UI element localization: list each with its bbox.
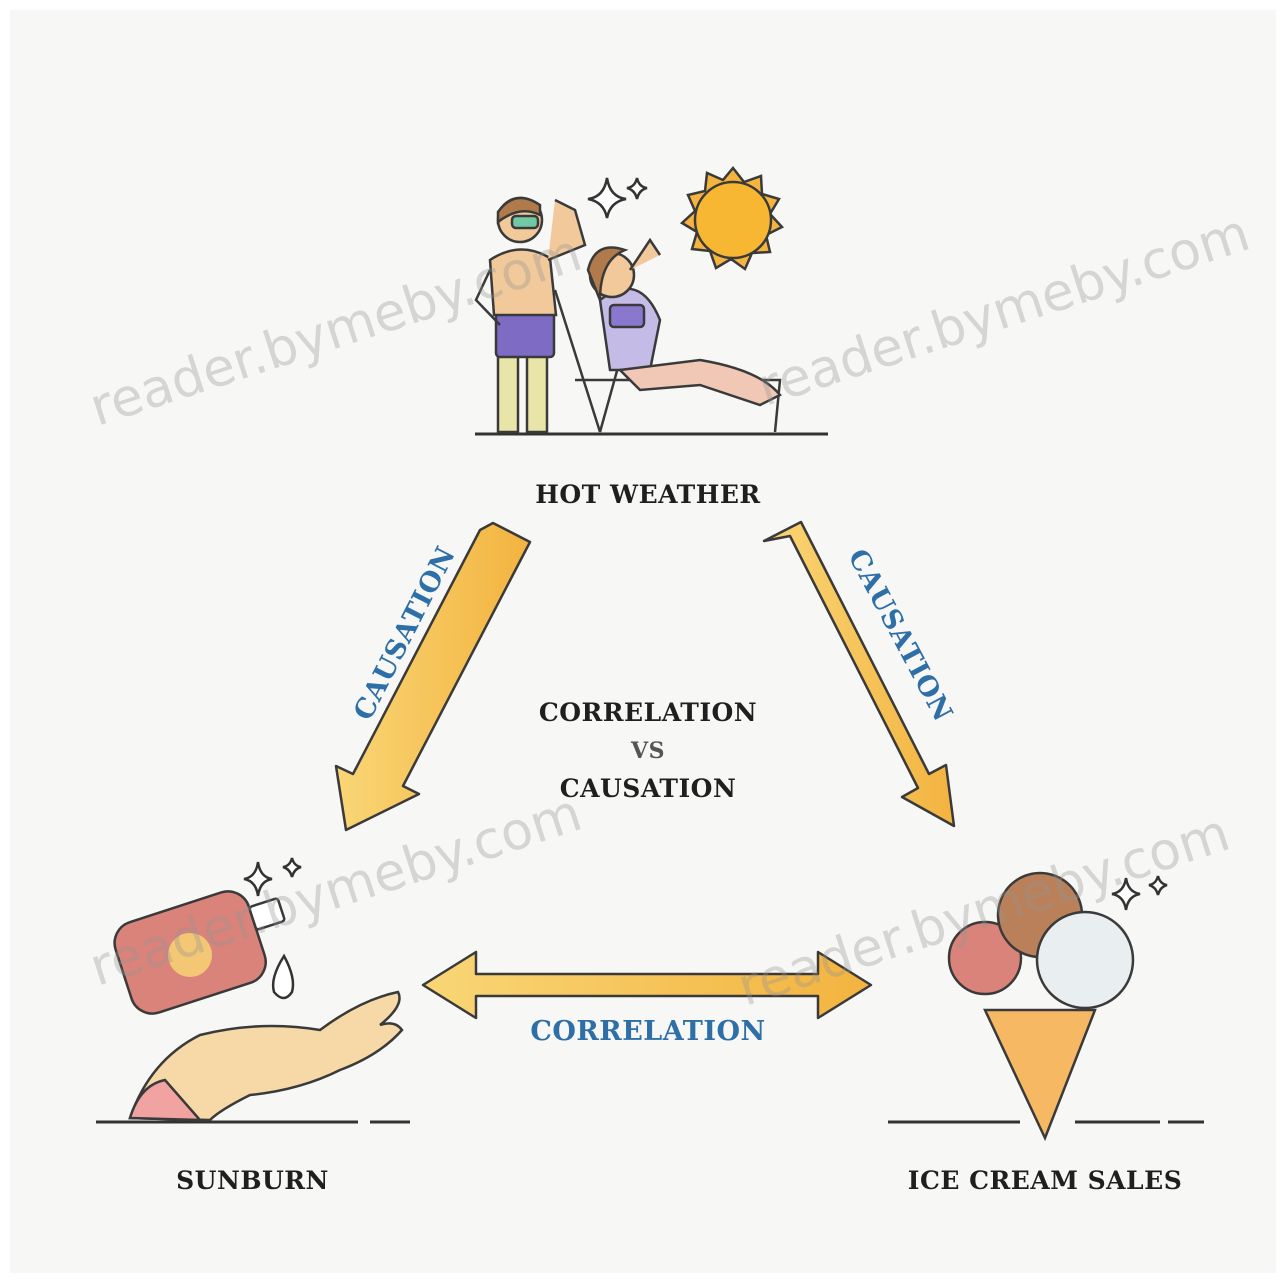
reclining-person (553, 237, 782, 433)
ice-cream-cone-icon (947, 871, 1135, 1142)
open-hand-icon (128, 990, 404, 1122)
ice-cream-illustration (888, 871, 1204, 1142)
causation-arrow-right (762, 520, 956, 828)
standing-person (474, 196, 587, 434)
sunscreen-bottle-icon (113, 890, 286, 1015)
node-label-ice-cream-sales: ICE CREAM SALES (907, 1166, 1183, 1195)
lotion-drops-icon (271, 953, 295, 1000)
sparkle-icon (1111, 875, 1168, 911)
causation-arrow-left (334, 521, 532, 832)
sunburn-illustration (96, 857, 410, 1124)
hot-weather-illustration (474, 166, 828, 436)
sun-icon (679, 166, 785, 271)
correlation-arrow-bidirectional (421, 950, 873, 1020)
sparkle-icon (587, 177, 648, 219)
center-title-correlation: CORRELATION (538, 698, 758, 727)
node-label-sunburn: SUNBURN (176, 1166, 329, 1195)
center-title-vs: VS (631, 738, 665, 764)
edge-label-correlation: CORRELATION (530, 1016, 766, 1047)
node-label-hot-weather: HOT WEATHER (535, 480, 761, 509)
sparkle-icon (243, 857, 302, 897)
center-title-causation: CAUSATION (559, 774, 737, 803)
